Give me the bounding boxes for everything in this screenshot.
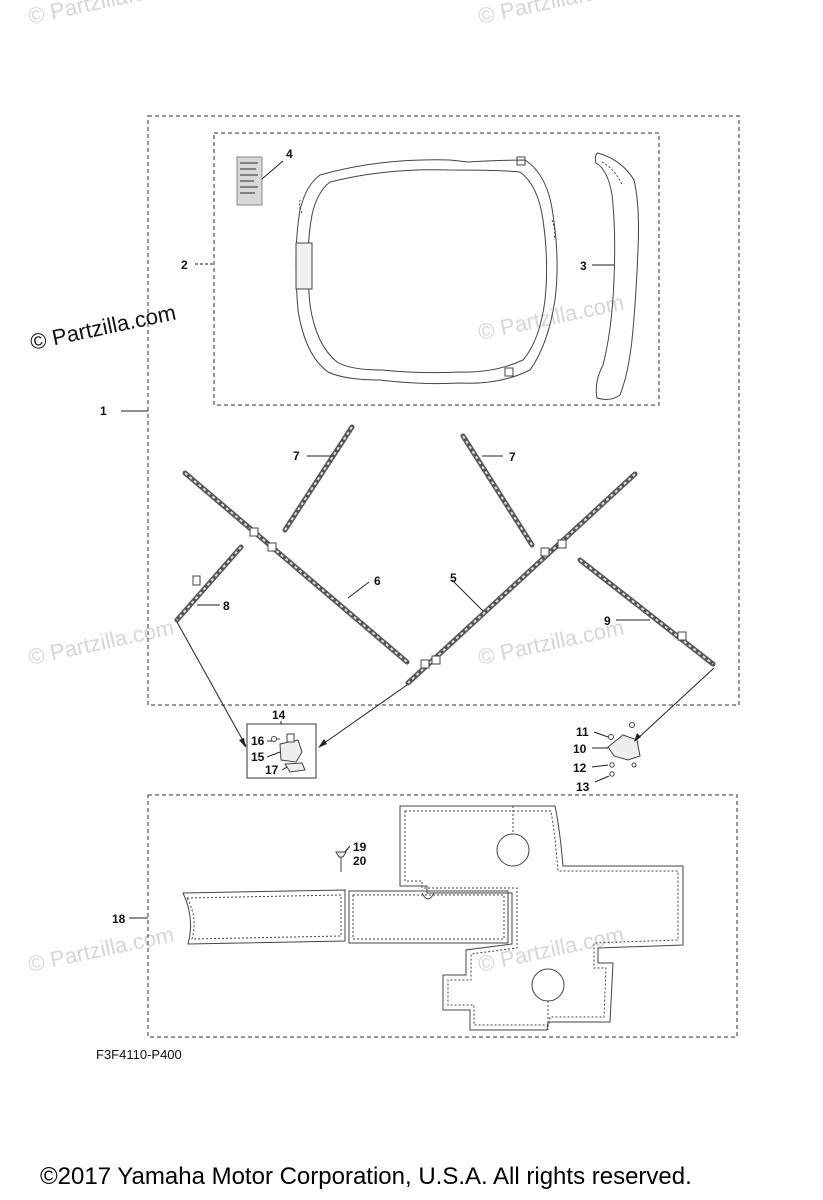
callout-13: 13 [576,780,590,794]
callout-14: 14 [272,708,286,722]
callout-18: 18 [112,912,126,926]
callout-8: 8 [223,599,230,613]
callout-2: 2 [181,258,188,272]
support-rod-right [460,433,535,548]
callout-19: 19 [353,840,367,854]
callout-7-right: 7 [509,450,516,464]
floor-mat-set [182,805,684,1031]
callout-15: 15 [251,750,265,764]
strut-9 [577,557,716,667]
callout-4: 4 [286,147,293,161]
watermark: © Partzilla.com [476,0,626,29]
arrow-heads [239,733,641,748]
watermark: © Partzilla.com [26,922,176,977]
callout-6: 6 [374,574,381,588]
callout-1: 1 [100,404,107,418]
canopy-boot [594,152,639,400]
fitting-set-14 [246,723,317,779]
callout-10: 10 [573,742,587,756]
canopy-box [213,132,660,406]
fastener-19-20 [335,851,347,872]
connection-arrows [176,621,715,747]
watermark: © Partzilla.com [476,922,626,977]
strut-8 [174,544,244,623]
callout-11: 11 [576,725,589,739]
frame-tube-5 [405,471,638,686]
watermark: © Partzilla.com [476,290,626,345]
callout-17: 17 [265,763,279,777]
diagram-code: F3F4110-P400 [96,1047,182,1062]
group-boxes [147,115,740,1038]
callout-3: 3 [580,259,587,273]
canopy-top [295,156,558,385]
callout-labels: 1 2 3 4 5 6 7 7 8 9 10 11 12 13 14 15 16… [100,147,611,926]
callout-5: 5 [450,571,457,585]
hinge-bracket [607,722,641,777]
watermarks: © Partzilla.com © Partzilla.com © Partzi… [26,0,626,977]
frame-tube-6 [182,470,410,665]
callout-12: 12 [573,761,587,775]
watermark: © Partzilla.com [26,0,176,29]
callout-7-left: 7 [293,449,300,463]
copyright-notice: ©2017 Yamaha Motor Corporation, U.S.A. A… [40,1163,692,1190]
mat-kit-box [147,794,738,1038]
callout-9: 9 [604,614,611,628]
leader-lines [121,160,650,919]
watermark-dark: © Partzilla.com [28,300,178,355]
callout-20: 20 [353,854,367,868]
support-rod-left [282,424,355,533]
label-sticker [236,156,263,206]
watermark: © Partzilla.com [26,615,176,670]
callout-16: 16 [251,734,265,748]
